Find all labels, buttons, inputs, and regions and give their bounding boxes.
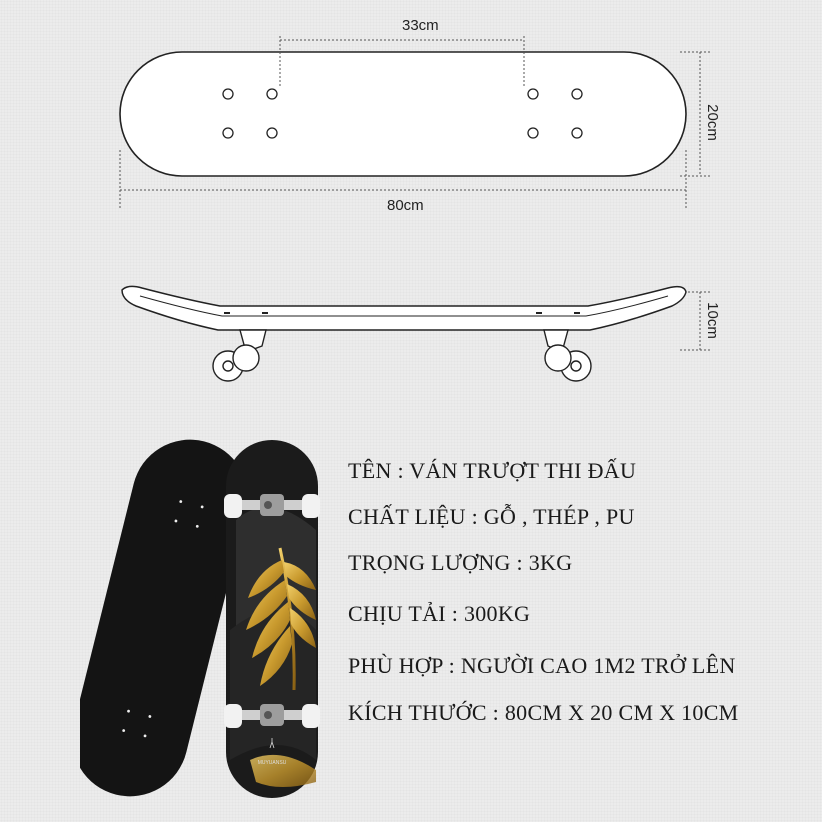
front-truck-top: [224, 494, 320, 518]
truck-spacing-label: 33cm: [402, 17, 439, 34]
spec-load: CHỊU TẢI : 300KG: [348, 601, 531, 626]
deck-side-view: [121, 285, 687, 331]
dimension-lines: [119, 36, 712, 351]
dimension-diagram: [119, 36, 712, 382]
board-back: [80, 439, 248, 797]
spec-name: TÊN : VÁN TRƯỢT THI ĐẤU: [348, 458, 637, 483]
height-label: 10cm: [703, 302, 721, 339]
width-label: 20cm: [703, 104, 721, 141]
skateboard-photo: MUYUANSU: [80, 439, 320, 798]
spec-suitable: PHÙ HỢP : NGƯỜI CAO 1M2 TRỞ LÊN: [348, 653, 736, 678]
length-label: 80cm: [387, 197, 424, 214]
board-brand-text: MUYUANSU: [258, 760, 287, 766]
truck-holes: [222, 88, 583, 139]
spec-weight: TRỌNG LƯỢNG : 3KG: [348, 550, 573, 575]
truck-right: [543, 329, 592, 382]
deck-top-view: [119, 51, 687, 177]
board-front: MUYUANSU: [224, 440, 320, 798]
front-truck-bottom: [224, 704, 320, 728]
spec-material: CHẤT LIỆU : GỖ , THÉP , PU: [348, 504, 635, 529]
gold-leaf-graphic: [246, 547, 316, 787]
truck-left: [212, 329, 267, 382]
spec-size: KÍCH THƯỚC : 80CM X 20 CM X 10CM: [348, 700, 739, 725]
